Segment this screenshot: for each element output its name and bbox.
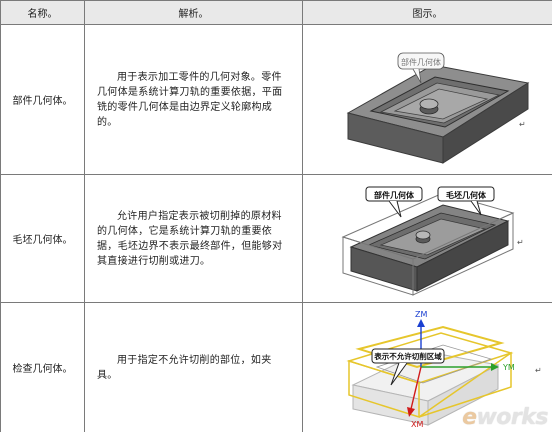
callout-check-geometry: 表示不允许切削区域 [374, 351, 442, 361]
callout-part-geometry: 部件几何体 [374, 190, 415, 200]
table-row-blank-geometry: 毛坯几何体。 允许用户指定表示被切削掉的原材料的几何体，它是系统计算刀轨的重要依… [0, 174, 552, 303]
header-figure: 图示。 [302, 0, 552, 25]
svg-text:↵: ↵ [535, 366, 542, 375]
axis-label-y: YM [502, 363, 515, 372]
check-geometry-illustration: ZM YM XM 表示不允许切削区域 ↵ [346, 310, 542, 429]
table-row-part-geometry: 部件几何体。 用于表示加工零件的几何对象。零件几何体是系统计算刀轨的重要依据，平… [0, 24, 552, 175]
row-name-blank-geometry: 毛坯几何体。 [0, 174, 85, 303]
row-desc-part-geometry: 用于表示加工零件的几何对象。零件几何体是系统计算刀轨的重要依据，平面铣的零件几何… [84, 24, 303, 175]
blank-geometry-illustration: 部件几何体 毛坯几何体 ↵ [341, 186, 524, 296]
row-desc-blank-geometry: 允许用户指定表示被切削掉的原材料的几何体，它是系统计算刀轨的重要依据，毛坯边界不… [84, 174, 303, 303]
part-geometry-illustration: 部件几何体 ↵ [346, 52, 530, 164]
axis-label-x: XM [411, 420, 423, 429]
desc-text: 用于指定不允许切削的部位，如夹具。 [97, 354, 272, 381]
svg-text:↵: ↵ [517, 238, 524, 247]
table-header-row: 名称。 解析。 图示。 [0, 0, 552, 25]
callout-blank-geometry: 毛坯几何体 [446, 190, 487, 200]
axis-label-z: ZM [415, 310, 427, 319]
eworks-watermark-logo: eworks [462, 405, 548, 430]
header-analysis: 解析。 [84, 0, 303, 25]
desc-text: 用于表示加工零件的几何对象。零件几何体是系统计算刀轨的重要依据，平面铣的零件几何… [97, 71, 283, 128]
row-name-check-geometry: 检查几何体。 [0, 302, 85, 432]
desc-text: 允许用户指定表示被切削掉的原材料的几何体，它是系统计算刀轨的重要依据，毛坯边界不… [97, 210, 283, 267]
figure-part-geometry: 部件几何体 ↵ [302, 24, 552, 175]
svg-text:↵: ↵ [519, 120, 526, 129]
callout-part-geometry: 部件几何体 [401, 57, 441, 67]
row-desc-check-geometry: 用于指定不允许切削的部位，如夹具。 [84, 302, 303, 432]
table-row-check-geometry: 检查几何体。 用于指定不允许切削的部位，如夹具。 [0, 302, 552, 432]
row-name-part-geometry: 部件几何体。 [0, 24, 85, 175]
header-name: 名称。 [0, 0, 85, 25]
figure-blank-geometry: 部件几何体 毛坯几何体 ↵ [302, 174, 552, 303]
